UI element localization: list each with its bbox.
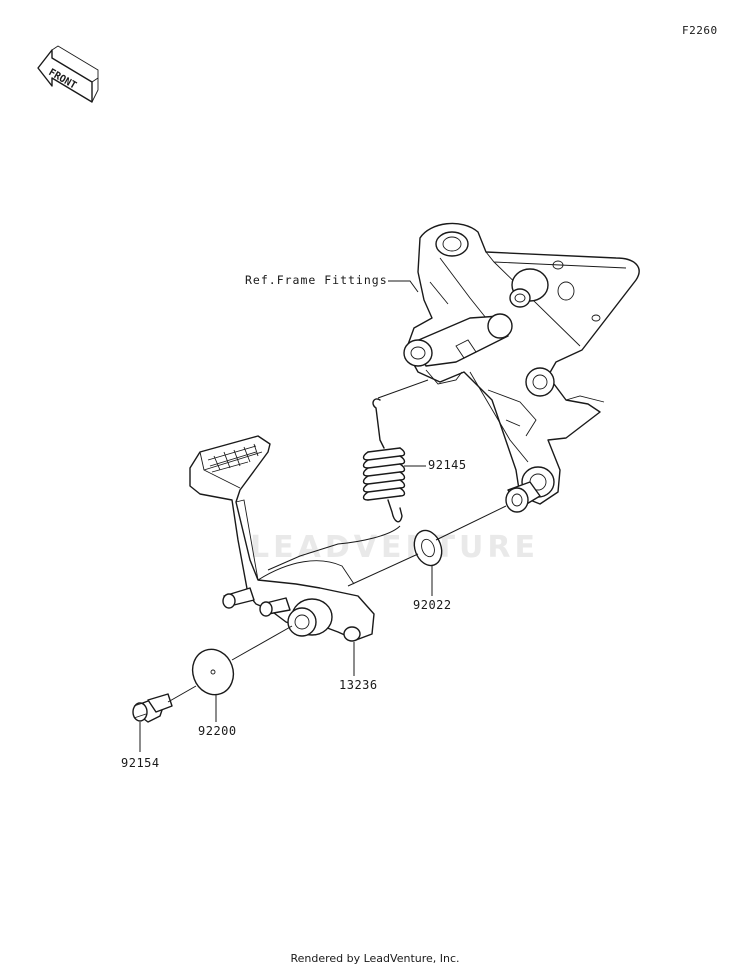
diagram-code: F2260 <box>682 24 718 37</box>
return-spring <box>362 398 406 523</box>
front-arrow-icon: FRONT <box>37 45 99 103</box>
frame-fitting-bracket <box>403 222 640 505</box>
part-number-label[interactable]: 92154 <box>121 756 160 770</box>
brake-pedal <box>189 435 375 642</box>
pedal-grip-pattern <box>207 443 259 473</box>
part-number-label[interactable]: 92022 <box>413 598 452 612</box>
washer-92200 <box>191 648 235 696</box>
washer-92022 <box>413 529 443 567</box>
leader-lines <box>139 280 507 752</box>
pivot-shaft <box>505 481 541 513</box>
reference-label: Ref.Frame Fittings <box>245 273 388 287</box>
part-number-label[interactable]: 13236 <box>339 678 378 692</box>
part-number-label[interactable]: 92200 <box>198 724 237 738</box>
footer-credit: Rendered by LeadVenture, Inc. <box>290 952 460 965</box>
part-number-label[interactable]: 92145 <box>428 458 467 472</box>
watermark-text: LEADVENTURE <box>250 530 539 565</box>
bolt-92154 <box>132 693 173 723</box>
